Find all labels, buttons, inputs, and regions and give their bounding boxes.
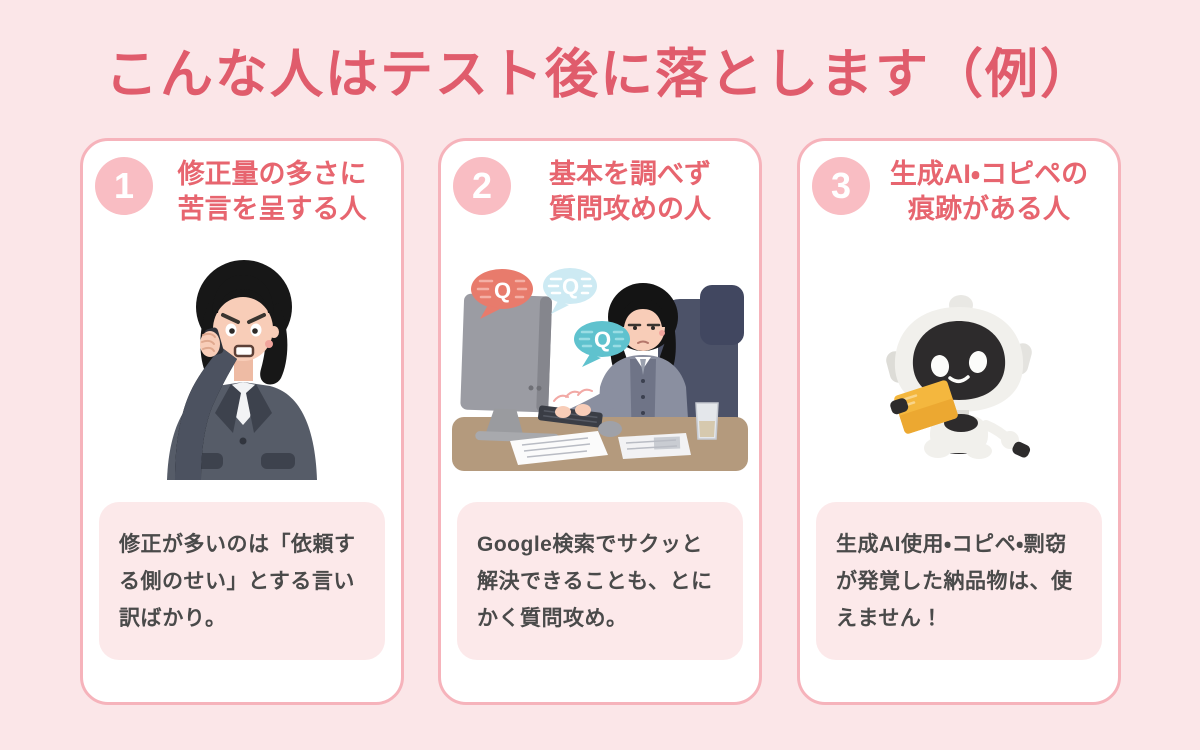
robot-with-folder-illustration <box>886 295 1032 459</box>
svg-text:Q: Q <box>494 278 511 303</box>
question-bubble-icon: Q <box>574 321 630 367</box>
card-number-badge: 2 <box>453 157 511 215</box>
card-question-spammer: 2 基本を調べず 質問攻めの人 <box>438 138 762 705</box>
angry-businesswoman-on-phone-illustration <box>167 260 317 480</box>
card-heading-line1: 基本を調べず <box>549 159 711 189</box>
card-note: Google検索でサクッと解決できることも、とにかく質問攻め。 <box>457 502 743 660</box>
card-ai-copypaste: 3 生成AI・コピペの 痕跡がある人 <box>797 138 1121 705</box>
card-heading: 修正量の多さに 苦言を呈する人 <box>149 157 395 227</box>
card-heading-line1: 生成AI・コピペの <box>889 159 1089 189</box>
card-note: 修正が多いのは「依頼する側のせい」とする言い訳ばかり。 <box>99 502 385 660</box>
card-heading-line2: 痕跡がある人 <box>908 194 1070 225</box>
card-heading: 生成AI・コピペの 痕跡がある人 <box>866 157 1112 227</box>
card-heading-line2: 質問攻めの人 <box>549 194 711 225</box>
card-heading-line2: 苦言を呈する人 <box>177 194 367 225</box>
question-bubble-icon: Q <box>471 269 533 319</box>
question-bubble-icon: Q <box>543 268 597 314</box>
card-number-badge: 1 <box>95 157 153 215</box>
card-heading: 基本を調べず 質問攻めの人 <box>507 157 753 227</box>
woman-at-desk-illustration: Q Q Q <box>452 268 748 471</box>
card-number-badge: 3 <box>812 157 870 215</box>
svg-text:Q: Q <box>594 327 611 352</box>
folder-icon <box>894 380 958 434</box>
svg-text:Q: Q <box>562 274 579 299</box>
card-revision-complainer: 1 修正量の多さに 苦言を呈する人 <box>80 138 404 705</box>
card-note: 生成AI使用・コピペ・剽窃が発覚した納品物は、使えません！ <box>816 502 1102 660</box>
page-title: こんな人はテスト後に落とします（例） <box>105 45 1095 104</box>
card-heading-line1: 修正量の多さに <box>177 159 367 189</box>
